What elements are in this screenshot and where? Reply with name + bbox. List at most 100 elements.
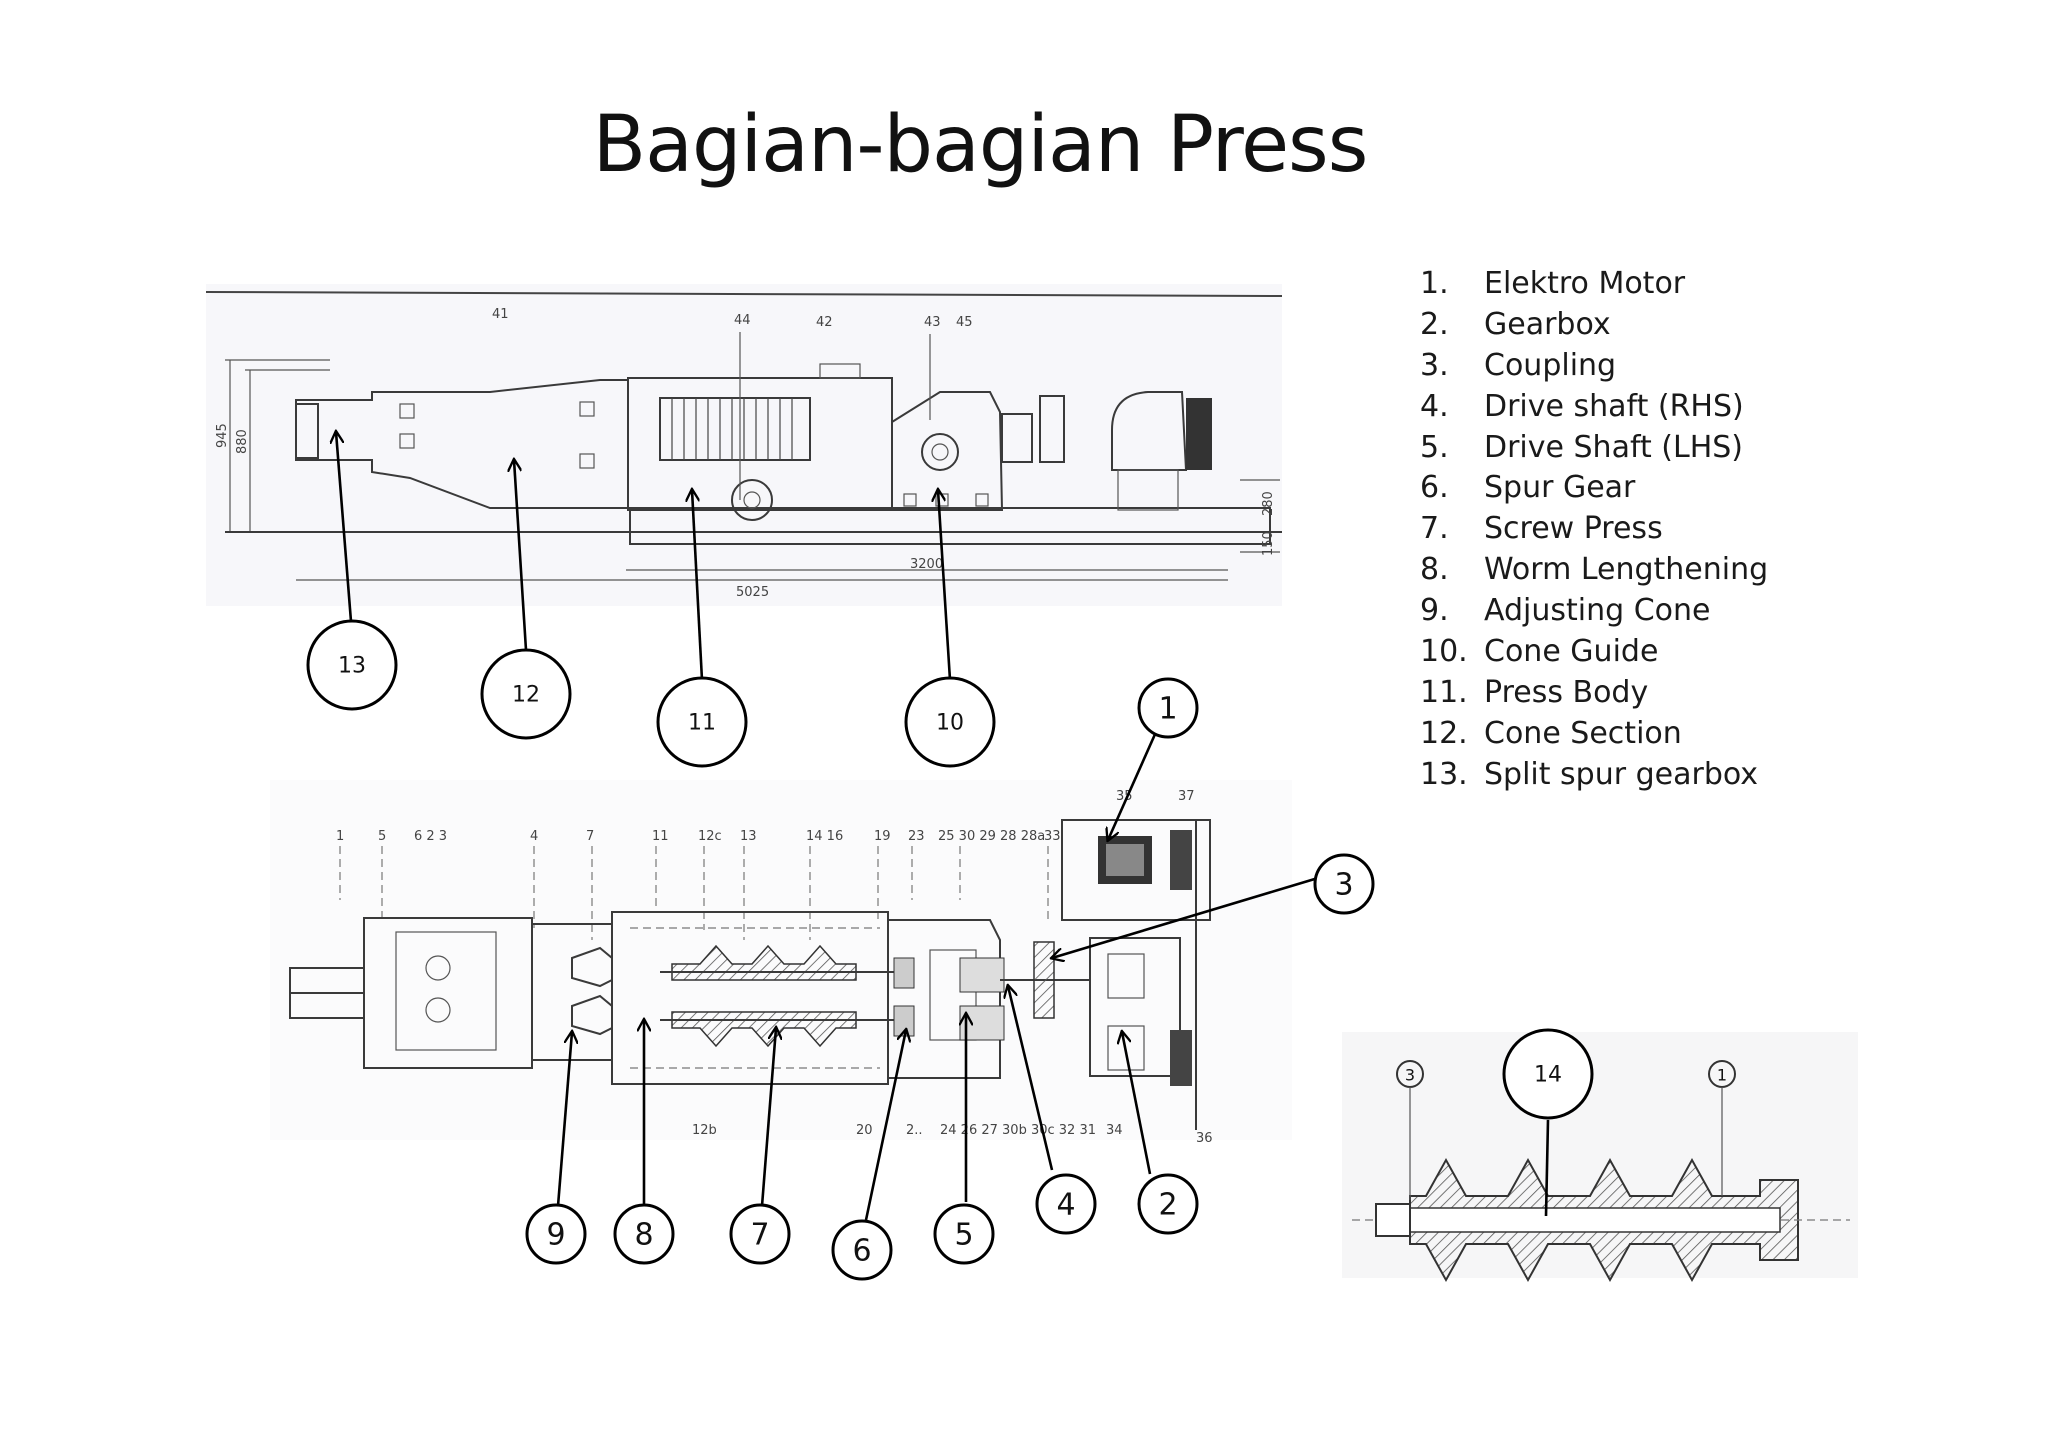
plan-view-drawing: 1 5 6 2 3 4 7 11 12c 13 14 16 19 23 25 3…: [270, 780, 1292, 1146]
list-item: 12.Cone Section: [1420, 715, 1682, 751]
arrow-13: [336, 432, 354, 635]
dimension-880: 880: [235, 429, 250, 454]
callout-4: [1035, 1173, 1097, 1235]
coupling-flange: [1039, 395, 1065, 463]
parts-list: 1.Elektro Motor 2.Gearbox 3.Coupling 4.D…: [1420, 264, 1768, 796]
part-tag: 13: [740, 829, 757, 844]
part-tag: 25 30 29 28 28a: [938, 829, 1045, 844]
detail-tag-1: 1: [1717, 1066, 1727, 1085]
callout-label-2: 2: [1158, 1188, 1177, 1223]
callout-label-5: 5: [954, 1218, 973, 1253]
list-item: 7.Screw Press: [1420, 511, 1663, 547]
shaft-end: [1375, 1203, 1411, 1237]
spur-gear: [929, 949, 977, 1041]
part-tag: 36: [1196, 1131, 1213, 1146]
part-tag: 33: [1044, 829, 1061, 844]
part-name: Adjusting Cone: [1484, 593, 1711, 629]
callout-5: [933, 1203, 995, 1265]
part-tag: 7: [586, 829, 594, 844]
list-item: 3.Coupling: [1420, 347, 1617, 383]
list-item: 13.Split spur gearbox: [1420, 756, 1759, 792]
arrow-7: [760, 1028, 776, 1207]
arrow-10: [938, 490, 952, 681]
inner-bore: [1409, 1207, 1781, 1233]
dimension-150: 150: [1261, 531, 1276, 556]
page-title: Bagian-bagian Press: [592, 100, 1369, 190]
part-tag-42: 42: [816, 315, 833, 330]
list-item: 4.Drive shaft (RHS): [1420, 388, 1744, 424]
part-tag: 12c: [698, 829, 722, 844]
callout-label-12: 12: [512, 683, 540, 708]
part-tag-43: 43: [924, 315, 941, 330]
arrow-3: [1052, 876, 1319, 958]
gearbox-inner: [1107, 953, 1145, 999]
worm-lengthening-detail: 3 1: [1342, 1032, 1858, 1283]
bolt-square: [399, 403, 415, 419]
detail-tag-3: 3: [1405, 1066, 1415, 1085]
part-tag: 37: [1178, 789, 1195, 804]
bolt-square: [579, 401, 595, 417]
bearing: [425, 955, 451, 981]
coupling-shape: [1001, 413, 1033, 463]
callout-label-10: 10: [936, 711, 964, 736]
callout-13: [306, 619, 398, 711]
plan-view-bottom-labels: 12b 20 2.. 24 26 27 30b 30c 32 31 34 36: [692, 1123, 1213, 1146]
part-name: Elektro Motor: [1484, 266, 1686, 301]
gearbox-plan: [1089, 937, 1181, 1077]
coupling-plan: [1033, 941, 1055, 1019]
bolt-square: [903, 493, 917, 507]
gear-circle: [921, 433, 959, 471]
part-tag: 11: [652, 829, 669, 844]
base-frame: [629, 507, 1271, 545]
part-name: Press Body: [1484, 674, 1649, 710]
part-tag-45: 45: [956, 315, 973, 330]
hopper-inlet: [819, 363, 861, 379]
list-item: 11.Press Body: [1420, 674, 1649, 710]
list-item: 5.Drive Shaft (LHS): [1420, 429, 1744, 465]
bolt-square: [579, 453, 595, 469]
callout-14: [1502, 1028, 1594, 1120]
callout-11: [656, 676, 748, 768]
motor-stand: [1117, 469, 1179, 511]
part-tag-44: 44: [734, 313, 751, 328]
dimension-3200: 3200: [910, 557, 943, 572]
gear-block: [893, 957, 915, 989]
gear-inner: [931, 443, 949, 461]
callout-3: [1313, 853, 1375, 915]
electro-motor-housing: [1111, 391, 1188, 471]
side-view-drawing: 945 880: [205, 284, 1283, 606]
callout-2: [1137, 1173, 1199, 1235]
gearbox-inner: [1107, 1025, 1145, 1071]
callout-circles: 13 12 11 10 1 3 2 4 5 6 7 8 9 14: [306, 619, 1594, 1281]
dimension-945: 945: [215, 423, 230, 448]
bolt-square: [399, 433, 415, 449]
part-tag: 34: [1106, 1123, 1123, 1138]
callout-6: [831, 1219, 893, 1281]
callout-7: [729, 1203, 791, 1265]
part-name: Spur Gear: [1484, 470, 1636, 506]
callout-label-4: 4: [1056, 1188, 1075, 1223]
callout-label-9: 9: [546, 1218, 565, 1253]
part-name: Cone Section: [1484, 715, 1682, 751]
gearbox-housing: [891, 391, 1004, 511]
arrow-6: [864, 1030, 906, 1221]
callout-10: [904, 676, 996, 768]
arrow-1: [1108, 731, 1158, 840]
part-name: Coupling: [1484, 347, 1617, 383]
plan-view-top-labels: 1 5 6 2 3 4 7 11 12c 13 14 16 19 23 25 3…: [336, 789, 1195, 844]
callout-1: [1137, 677, 1199, 739]
motor-cap: [1106, 844, 1144, 876]
arrow-4: [1008, 986, 1054, 1171]
list-item: 6.Spur Gear: [1420, 470, 1636, 506]
part-tag: 2..: [906, 1123, 923, 1138]
list-item: 9.Adjusting Cone: [1420, 593, 1711, 629]
list-item: 10.Cone Guide: [1420, 634, 1659, 670]
dimension-280: 280: [1261, 491, 1276, 516]
callout-8: [613, 1203, 675, 1265]
grille-slats: [671, 398, 793, 460]
part-tag: 23: [908, 829, 925, 844]
belt-pulley: [1170, 1030, 1192, 1086]
part-tag-41: 41: [492, 307, 509, 322]
shaft-hub-inner: [743, 491, 761, 509]
